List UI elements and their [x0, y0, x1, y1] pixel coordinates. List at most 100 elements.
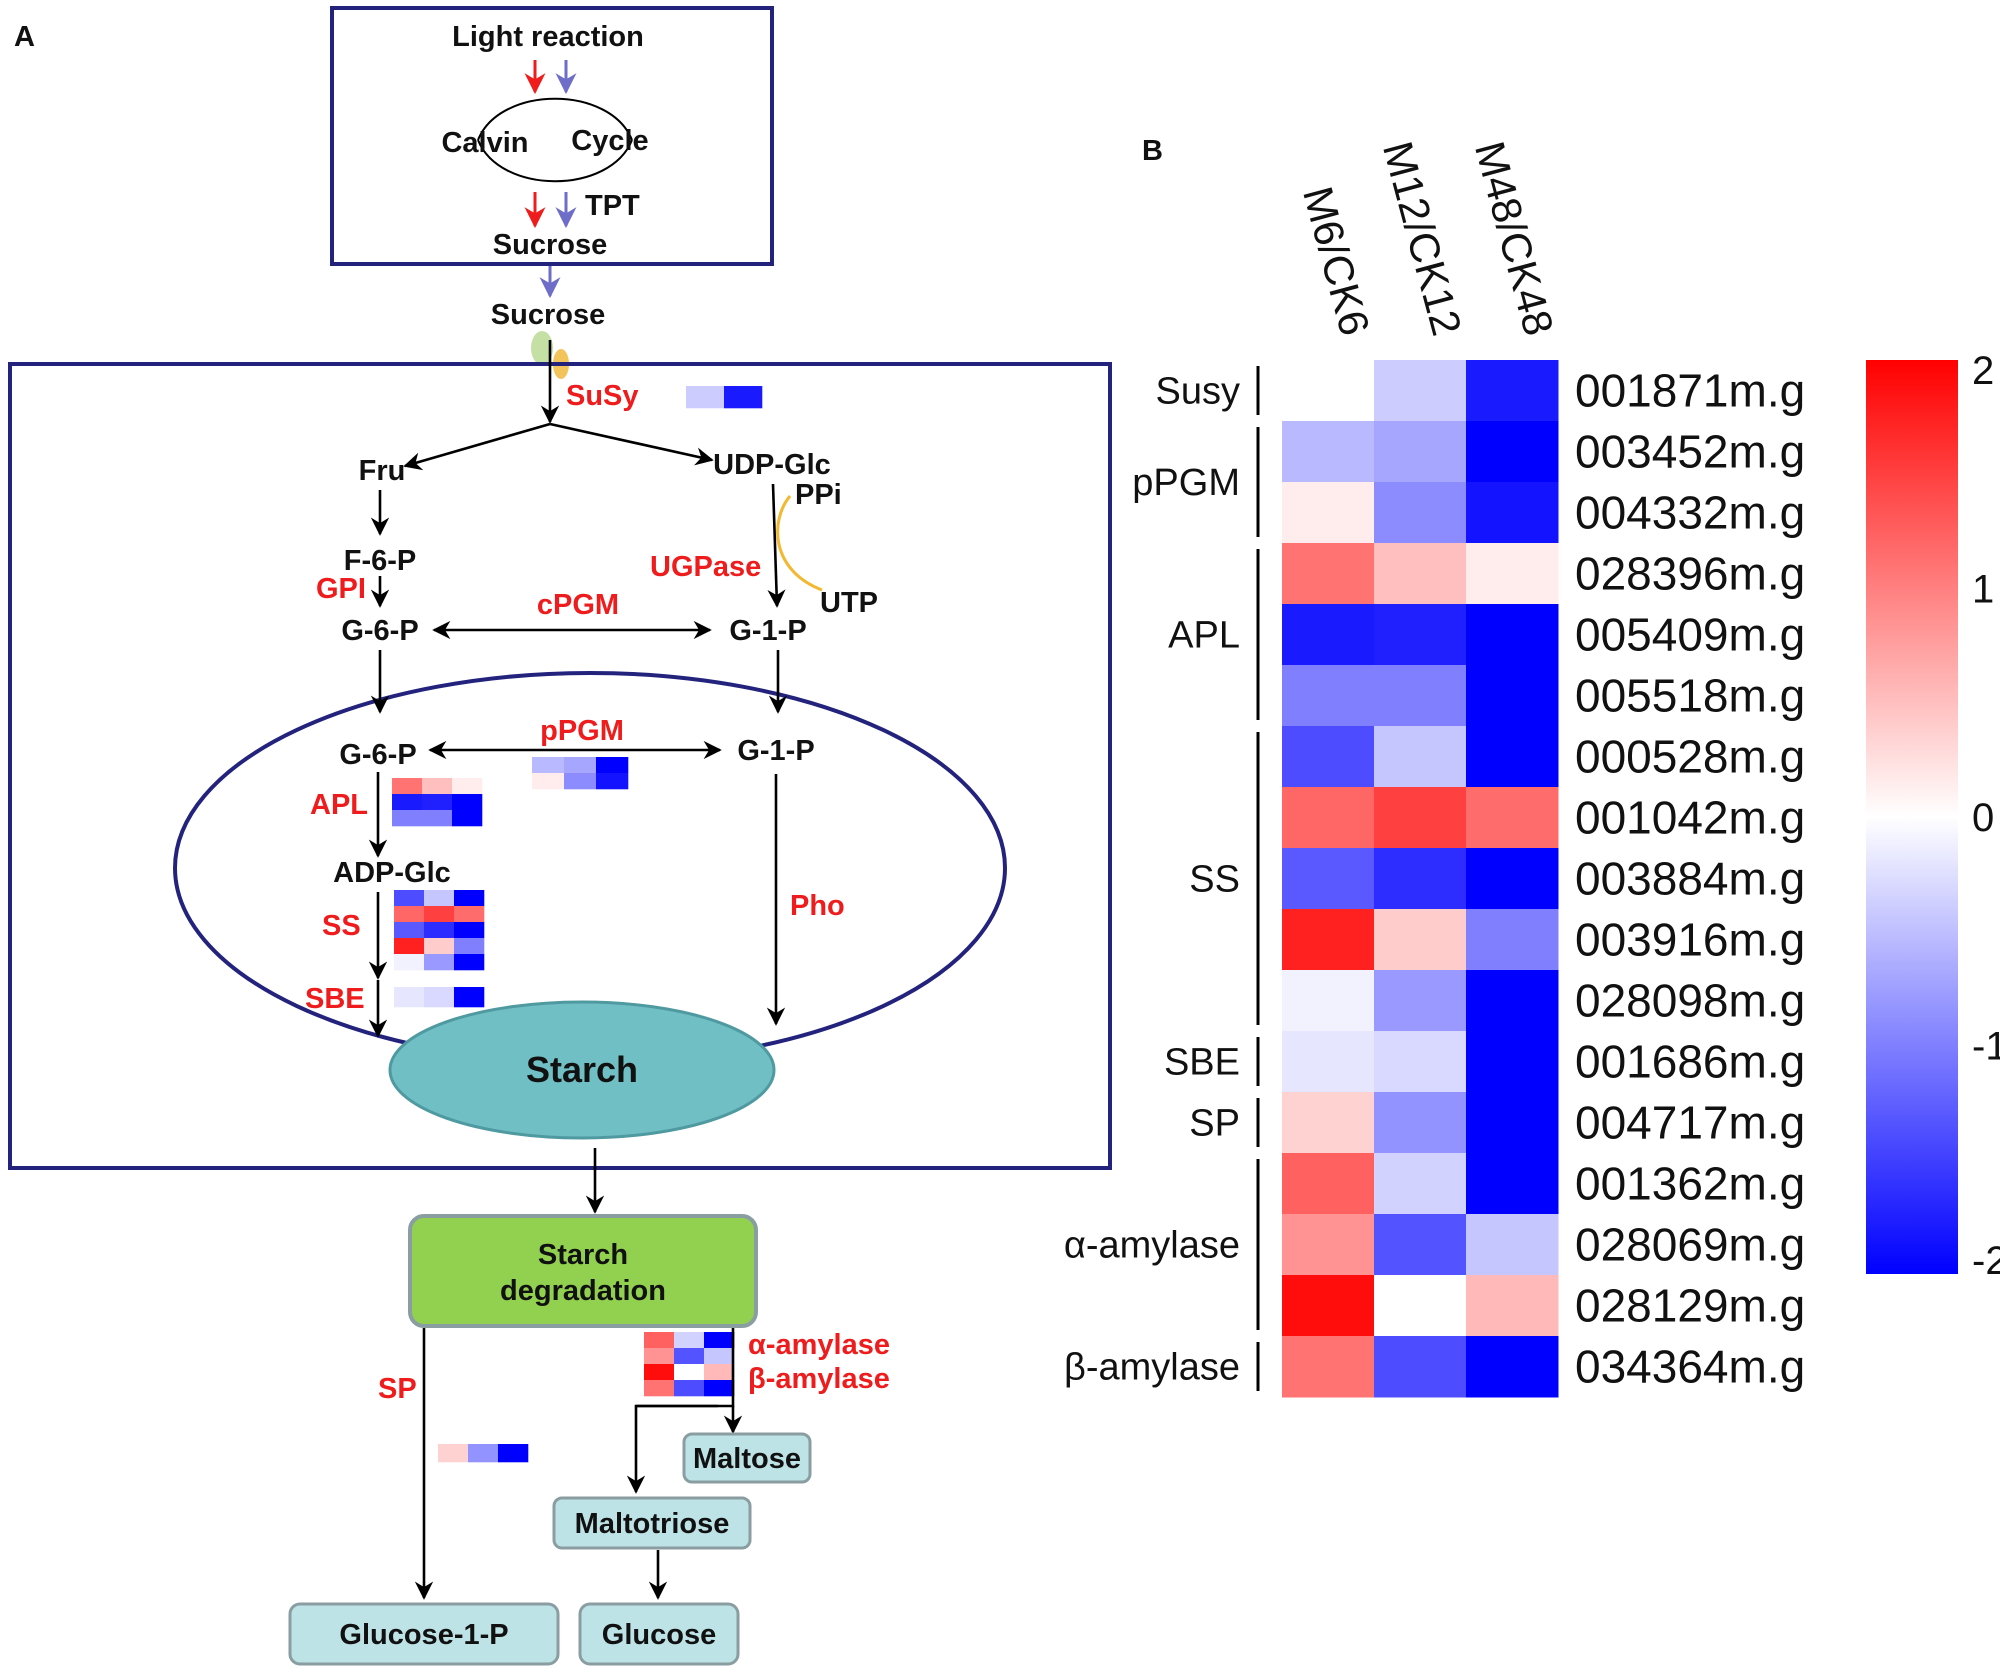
susy-mini-heatmap [648, 386, 763, 409]
f6p-label: F-6-P [344, 545, 417, 577]
heatmap-cell [1374, 787, 1467, 849]
beta-amylase-enzyme: β-amylase [748, 1363, 890, 1395]
mini-heatmap-cell [424, 906, 455, 923]
heatmap-cell [1466, 848, 1559, 910]
heatmap-cell [1466, 909, 1559, 971]
sbe-mini-heatmap [394, 987, 485, 1008]
group-label: SS [1189, 859, 1240, 901]
apl-enzyme: APL [310, 789, 368, 821]
adpglc-label: ADP-Glc [333, 857, 451, 889]
gene-label: 000528m.g [1575, 731, 1805, 783]
maltotriose-box [552, 1496, 752, 1550]
group-label: β-amylase [1064, 1347, 1240, 1389]
alpha-amylase-enzyme: α-amylase [748, 1329, 890, 1361]
starch-degradation-label-2: degradation [500, 1275, 666, 1307]
mini-heatmap-cell [424, 890, 455, 907]
maltose-label: Maltose [693, 1443, 801, 1475]
fru-label: Fru [359, 455, 406, 487]
mini-heatmap-cell [438, 1444, 469, 1463]
mini-heatmap-cell [424, 938, 455, 955]
mini-heatmap-cell [452, 794, 483, 811]
g6p-plastid-label: G-6-P [339, 739, 416, 771]
heatmap-cell [1374, 1336, 1467, 1398]
heatmap-cell [1466, 604, 1559, 666]
heatmap-cell [1282, 1031, 1375, 1093]
calvin-cycle-arc [477, 97, 633, 183]
gene-label: 001686m.g [1575, 1036, 1805, 1088]
g6p-cyto-label: G-6-P [341, 615, 418, 647]
colorbar-tick-label: -2 [1972, 1239, 2000, 1283]
heatmap-cell [1466, 1336, 1559, 1398]
mini-heatmap-cell [392, 794, 423, 811]
colorbar-tick-label: 1 [1972, 568, 1994, 612]
heatmap-cell [1374, 1214, 1467, 1276]
heatmap-cell [1374, 482, 1467, 544]
mini-heatmap-cell [648, 386, 687, 409]
heatmap-cell [1466, 482, 1559, 544]
group-label: SP [1189, 1103, 1240, 1145]
mini-heatmap-cell [724, 386, 763, 409]
heatmap-cell [1466, 543, 1559, 605]
mini-heatmap-cell [704, 1380, 735, 1397]
starch-degradation-box [408, 1214, 758, 1328]
amylase-mini-heatmap [644, 1332, 735, 1397]
mini-heatmap-cell [674, 1348, 705, 1365]
gene-label: 001042m.g [1575, 792, 1805, 844]
ugpase-cofactor-arc [776, 495, 823, 592]
sbe-enzyme: SBE [305, 983, 365, 1015]
cpgm-enzyme: cPGM [537, 589, 619, 621]
mini-heatmap-cell [454, 938, 485, 955]
colorbar-tick-label: 2 [1972, 349, 1994, 393]
heatmap-cell [1374, 1153, 1467, 1215]
light-reaction-label: Light reaction [452, 21, 644, 53]
mini-heatmap-cell [392, 810, 423, 827]
mini-heatmap-cell [394, 987, 425, 1008]
heatmap-cell [1282, 1153, 1375, 1215]
heatmap-cell [1466, 1275, 1559, 1337]
heatmap-cell [1374, 909, 1467, 971]
mini-heatmap-cell [498, 1444, 529, 1463]
mini-heatmap-cell [532, 773, 565, 790]
heatmap-cell [1282, 970, 1375, 1032]
gene-label: 005409m.g [1575, 609, 1805, 661]
ugpase-enzyme: UGPase [650, 551, 761, 583]
heatmap-cell [1282, 665, 1375, 727]
ppgm-enzyme: pPGM [540, 715, 624, 747]
mini-heatmap-cell [424, 954, 455, 971]
mini-heatmap-cell [468, 1444, 499, 1463]
pho-enzyme: Pho [790, 890, 845, 922]
group-label: APL [1168, 615, 1240, 657]
mini-heatmap-cell [564, 757, 597, 774]
gene-labels: 001871m.g003452m.g004332m.g028396m.g0054… [1575, 365, 1805, 1393]
mini-heatmap-cell [422, 778, 453, 795]
mini-heatmap-cell [424, 922, 455, 939]
maltose-box [682, 1432, 812, 1484]
udpglc-label: UDP-Glc [713, 449, 831, 481]
heatmap-cell [1466, 360, 1559, 422]
column-header: M6/CK6 [1294, 182, 1379, 341]
heatmap-cell [1282, 360, 1375, 422]
mini-heatmap-cell [394, 922, 425, 939]
mini-heatmap-cell [674, 1364, 705, 1381]
colorbar-ticks: 210-1-2 [1972, 349, 2000, 1283]
group-label: pPGM [1132, 462, 1240, 504]
group-label: α-amylase [1064, 1225, 1240, 1267]
cell-box [8, 362, 1112, 1170]
gene-label: 005518m.g [1575, 670, 1805, 722]
mini-heatmap-cell [596, 773, 629, 790]
starch-degradation-label-1: Starch [538, 1239, 628, 1271]
calvin-box [330, 6, 774, 266]
mini-heatmap-cell [394, 954, 425, 971]
panel-a-label: A [14, 21, 35, 53]
colorbar [1866, 360, 1958, 1274]
starch-label: Starch [526, 1049, 638, 1090]
heatmap-cell [1282, 1092, 1375, 1154]
column-header: M48/CK48 [1466, 136, 1563, 340]
mini-heatmap-cell [394, 890, 425, 907]
udpglc-to-g1p-arrow [767, 483, 786, 608]
gene-label: 001362m.g [1575, 1158, 1805, 1210]
ppgm-mini-heatmap [532, 757, 629, 790]
mini-heatmap-cell [422, 810, 453, 827]
mini-heatmap-cell [454, 906, 485, 923]
